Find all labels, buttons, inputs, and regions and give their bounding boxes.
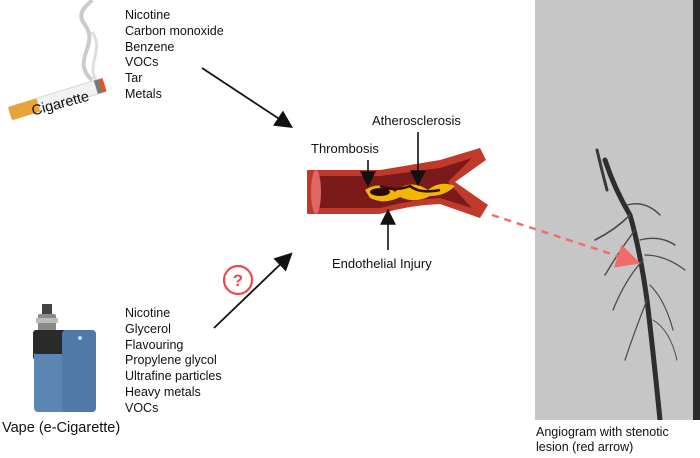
cigarette-component: Benzene [125, 39, 175, 54]
vape-component: Ultrafine particles [125, 369, 222, 384]
cigarette-arrow [201, 67, 294, 128]
blood-vessel-icon [307, 148, 488, 218]
cigarette-components-list: Nicotine Carbon monoxide Benzene VOCs Ta… [125, 8, 224, 103]
vape-component: Flavouring [125, 337, 184, 352]
cigarette-component: Tar [125, 71, 143, 86]
cigarette-icon [8, 0, 107, 120]
vape-component: Glycerol [125, 321, 171, 336]
angiogram-caption: Angiogram with stenotic lesion (red arro… [536, 425, 669, 455]
angiogram-pointer-arrow [491, 213, 641, 268]
angiogram-image [535, 0, 700, 420]
vape-arrow [213, 252, 293, 329]
vape-components-list: Nicotine Glycerol Flavouring Propylene g… [125, 306, 222, 417]
vape-component: Propylene glycol [125, 353, 217, 368]
cigarette-component: Nicotine [125, 8, 171, 22]
question-mark-icon [222, 264, 254, 296]
question-mark-text: ? [233, 271, 243, 290]
angiogram-caption-line1: Angiogram with stenotic [536, 425, 669, 439]
vape-label: Vape (e-Cigarette) [2, 420, 121, 436]
vape-icon [33, 304, 96, 412]
cigarette-component: Carbon monoxide [125, 23, 224, 38]
angiogram-vessels [535, 0, 700, 420]
vape-component: VOCs [125, 400, 159, 415]
cigarette-component: Metals [125, 86, 162, 101]
thrombosis-label: Thrombosis [311, 141, 379, 156]
cigarette-component: VOCs [125, 55, 159, 70]
angiogram-caption-line2: lesion (red arrow) [536, 440, 634, 454]
vape-component: Heavy metals [125, 384, 201, 399]
endothelial-injury-label: Endothelial Injury [332, 256, 432, 271]
vape-component: Nicotine [125, 306, 171, 320]
atherosclerosis-label: Atherosclerosis [372, 113, 461, 128]
